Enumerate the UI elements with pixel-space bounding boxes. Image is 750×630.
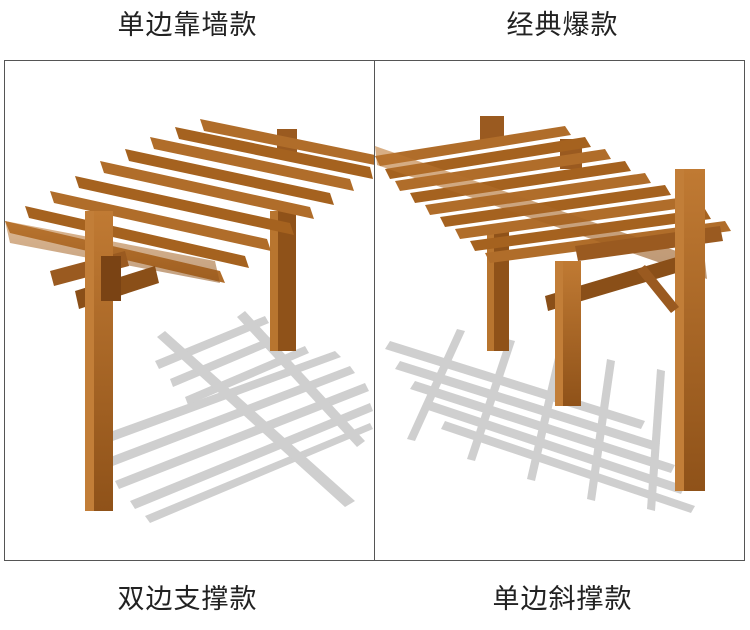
- label-classic-bestseller: 经典爆款: [506, 10, 619, 41]
- label-double-support: 双边支撑款: [117, 584, 258, 615]
- label-single-diagonal-brace: 单边斜撑款: [492, 584, 633, 615]
- ground-shadow: [385, 329, 695, 513]
- pergola-left-image: [5, 119, 375, 523]
- pergola-right-image: [375, 116, 731, 513]
- label-single-wall: 单边靠墙款: [117, 10, 258, 41]
- ground-shadow: [85, 311, 373, 523]
- panel-divider: [374, 60, 375, 560]
